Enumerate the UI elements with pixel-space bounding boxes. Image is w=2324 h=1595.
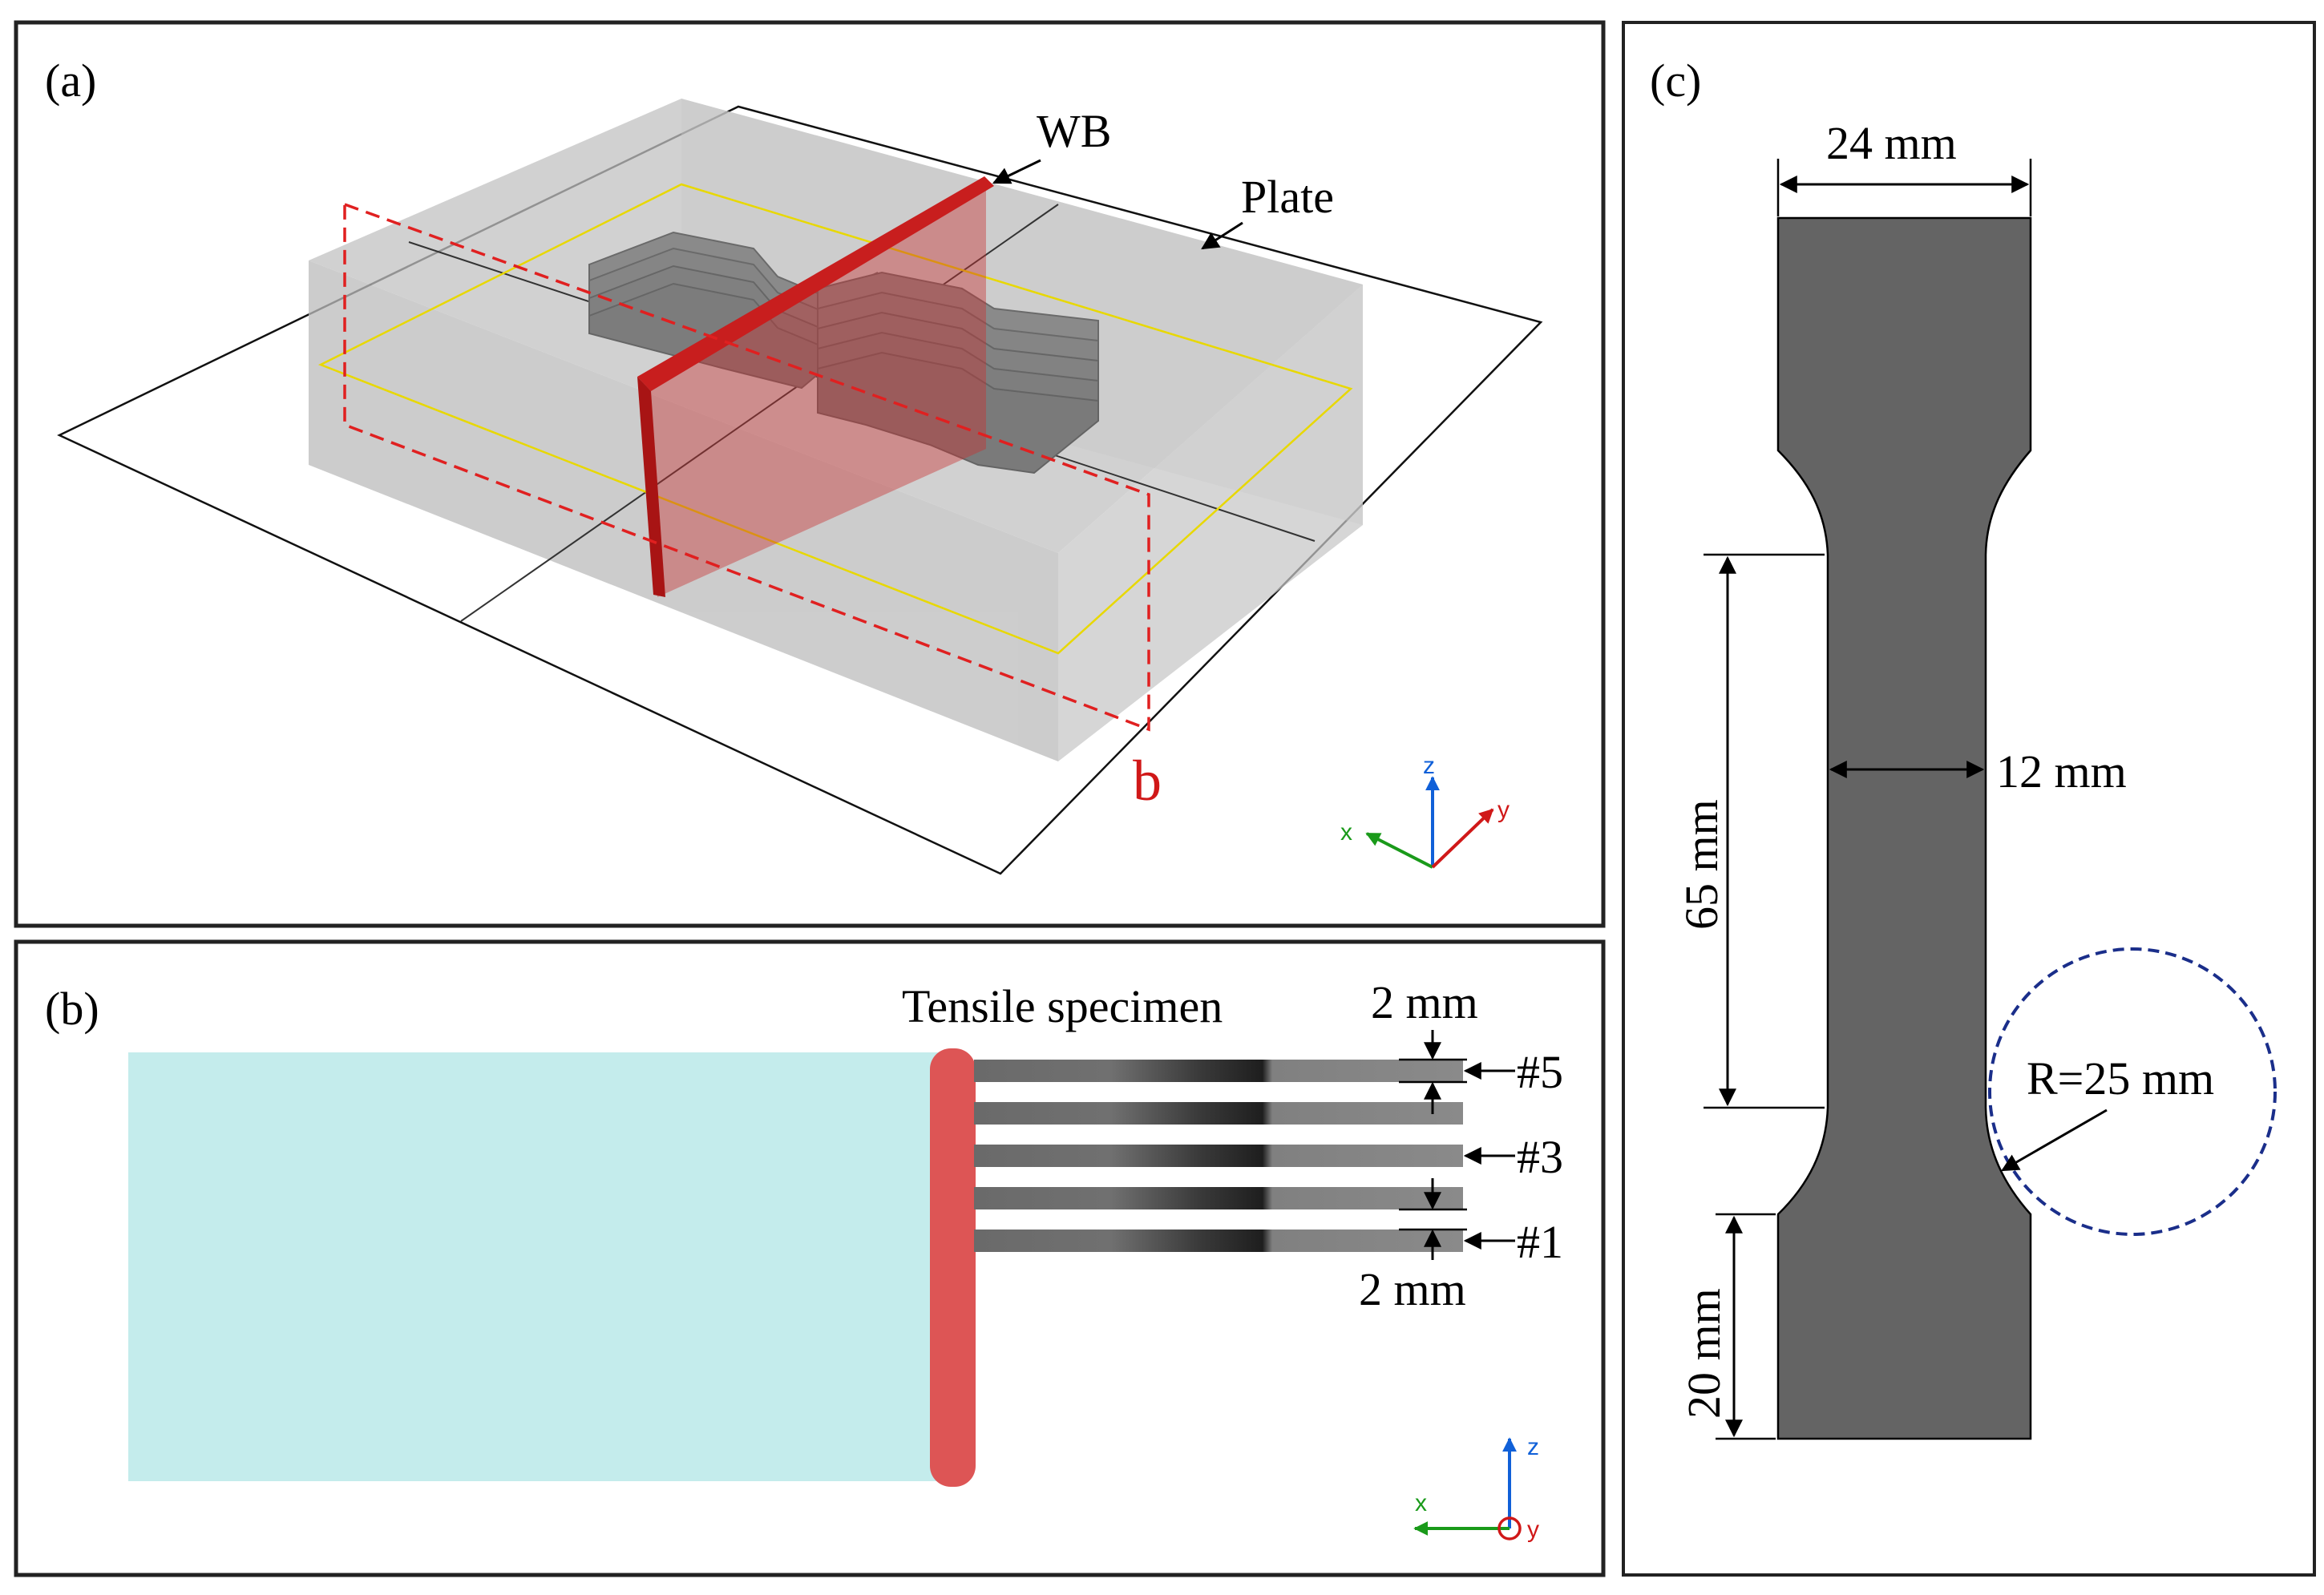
- axis-triad-a: z x y: [1340, 753, 1510, 869]
- grip-length-label: 20 mm: [1678, 1288, 1730, 1419]
- yellow-mid-plane: [317, 183, 1353, 655]
- weld-bead-vertical: [637, 377, 665, 597]
- panel-b-label: (b): [45, 983, 99, 1035]
- panel-b: (b) Tensile specimen 2 mm #5 #3 #1 2 mm: [14, 939, 1606, 1577]
- tag-5-label: #5: [1517, 1046, 1563, 1098]
- ground-line-1: [460, 204, 1059, 622]
- weld-bead-section: [930, 1048, 976, 1487]
- tensile-specimen-label: Tensile specimen: [902, 980, 1223, 1032]
- axis-triad-b: z x y: [1413, 1434, 1539, 1543]
- wb-label: WB: [1037, 105, 1111, 157]
- z-axis-label: z: [1423, 753, 1435, 779]
- specimen-stack-right: [817, 271, 1099, 474]
- radius-label: R=25 mm: [2027, 1052, 2214, 1104]
- dim-bottom-label: 2 mm: [1359, 1263, 1466, 1315]
- specimen-layer: [817, 351, 1099, 474]
- x-axis-label: x: [1340, 819, 1352, 846]
- dim-top-label: 2 mm: [1371, 976, 1478, 1028]
- y-axis-label: y: [1527, 1516, 1539, 1543]
- panel-c-frame: [1622, 21, 2316, 1577]
- dogbone-specimen: [1776, 216, 2032, 1440]
- panel-c-label: (c): [1650, 55, 1701, 107]
- wb-arrow: [992, 159, 1041, 184]
- y-axis-out-of-plane: [1497, 1516, 1522, 1540]
- specimen-bar-5: [974, 1060, 1463, 1082]
- gauge-width-label: 12 mm: [1996, 745, 2127, 798]
- x-axis-line: [1365, 832, 1433, 869]
- block-right-face: [1058, 285, 1363, 761]
- z-axis-label: z: [1527, 1434, 1539, 1460]
- panel-a-frame: [14, 20, 1606, 928]
- specimen-bar-4: [974, 1102, 1463, 1125]
- tag-3-label: #3: [1517, 1131, 1563, 1183]
- x-axis-label: x: [1415, 1490, 1427, 1516]
- y-axis-label: y: [1497, 797, 1510, 823]
- radius-circle: [1988, 947, 2277, 1236]
- tag-1-label: #1: [1517, 1216, 1563, 1268]
- weld-bead: [637, 176, 994, 391]
- specimen-bar-1: [974, 1230, 1463, 1252]
- cutting-rectangle: [343, 202, 1150, 732]
- specimen-bars: [974, 1060, 1463, 1252]
- cyan-region: [128, 1052, 950, 1481]
- radius-arrow: [2001, 1108, 2108, 1172]
- width-label: 24 mm: [1826, 117, 1957, 169]
- panel-b-frame: [14, 939, 1606, 1577]
- block-front-face: [309, 260, 1058, 761]
- y-axis-line: [1431, 808, 1494, 869]
- specimen-bar-3: [974, 1145, 1463, 1167]
- specimen-bar-2: [974, 1187, 1463, 1209]
- gauge-length-label: 65 mm: [1675, 799, 1728, 930]
- panel-a: (a): [14, 20, 1606, 928]
- weld-section-plane: [641, 180, 986, 597]
- plate-arrow: [1201, 221, 1243, 250]
- panel-a-label: (a): [45, 55, 96, 107]
- plate-label: Plate: [1241, 171, 1334, 223]
- panel-c: (c) 24 mm 12 mm 65 mm 20 mm R=25 mm: [1622, 21, 2316, 1577]
- section-b-label: b: [1133, 749, 1162, 813]
